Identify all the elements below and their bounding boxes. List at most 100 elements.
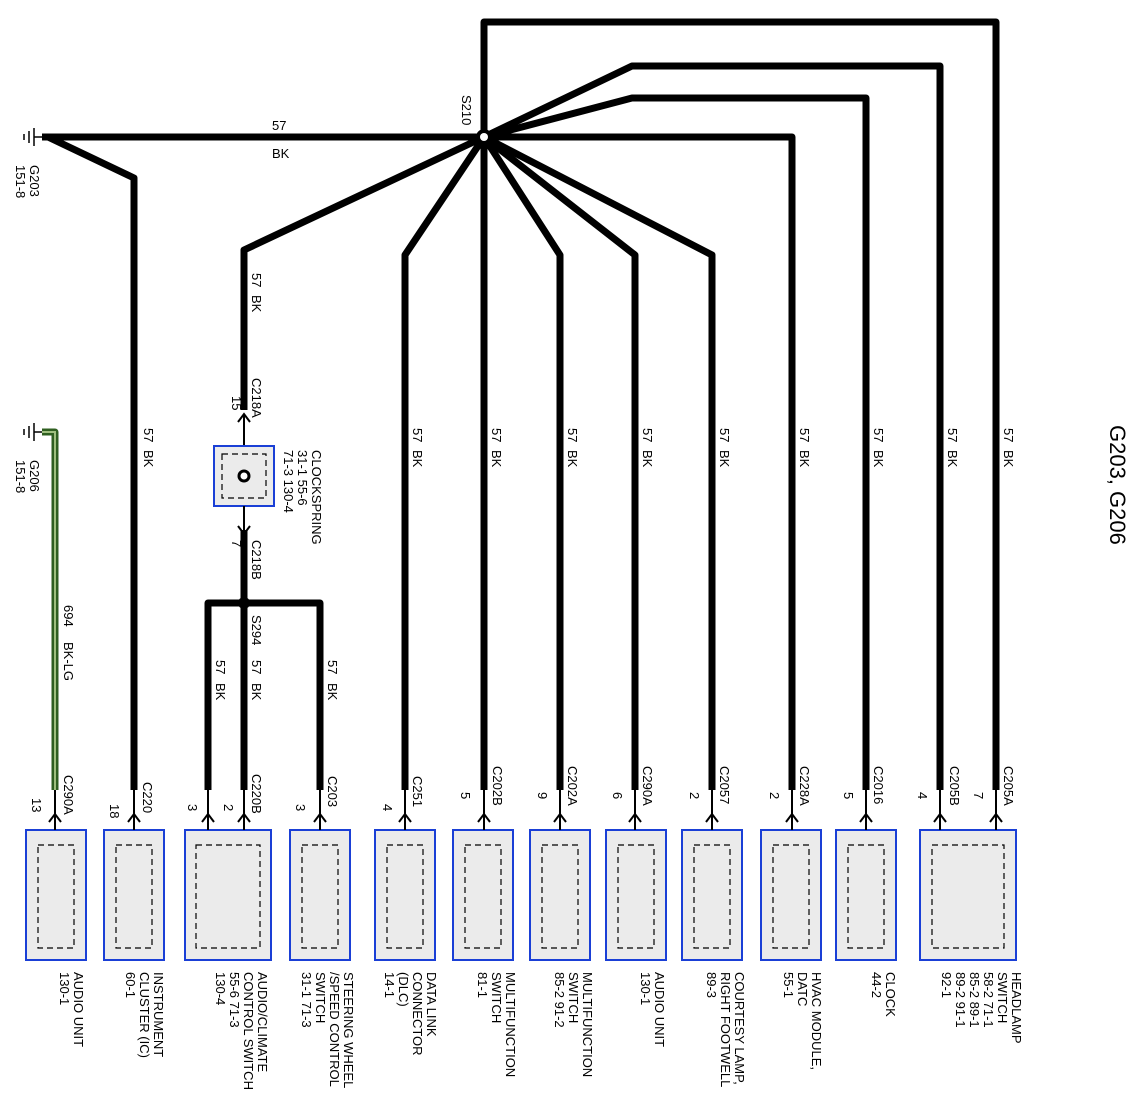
wire-labels: 57 BK 57 BK 57 BK 57 BK 57 BK 694 BK-LG … (61, 273, 1016, 701)
wire-label-mf2-color: BK (565, 450, 580, 468)
wire-label-ic-color: BK (141, 450, 156, 468)
label-mf2-l1: MULTIFUNCTION (580, 972, 595, 1077)
label-mf2-l3: 85-2 91-2 (552, 972, 567, 1028)
wire-label-694-color: BK-LG (61, 642, 76, 681)
wire-to-instrument-cluster (46, 133, 138, 790)
wire-label-hv-color: BK (797, 450, 812, 468)
connector-instrument-cluster: C220 (140, 782, 155, 813)
wire-to-courtesy-lamp (482, 133, 716, 790)
label-mf1-l1: MULTIFUNCTION (503, 972, 518, 1077)
ground-g206-ref: 151-8 (13, 460, 28, 493)
pin-steering-wheel: 3 (293, 804, 308, 811)
component-labels: AUDIO UNIT 130-1 INSTRUMENT CLUSTER (IC)… (57, 972, 1024, 1090)
label-ck-l2: 44-2 (869, 972, 884, 998)
pin-multifunction-1: 5 (458, 792, 473, 799)
wire-to-dlc (401, 135, 487, 790)
connector-multifunction-1: C202B (490, 766, 505, 806)
wire-label-dlc-color: BK (410, 450, 425, 468)
connector-courtesy-lamp: C2057 (717, 766, 732, 804)
clockspring-top-pin: 15 (229, 396, 244, 410)
label-dlc-l3: (DLC) (396, 972, 411, 1007)
box-instrument-cluster (103, 829, 165, 961)
label-audio-unit-1-l2: 130-1 (57, 972, 72, 1005)
wire-label-694-num: 694 (61, 605, 76, 627)
pin-audio-unit-1: 13 (29, 798, 44, 812)
diagram-title: G203, G206 (1105, 425, 1130, 545)
wire-to-clock (483, 94, 870, 790)
connector-headlamp-a: C205A (1001, 766, 1016, 806)
wire-label-cs-num: 57 (249, 273, 264, 287)
label-hv-l1: HVAC MODULE, (809, 972, 824, 1070)
wire-694-g206 (42, 428, 59, 790)
label-hl-l4: 85-2 89-1 (967, 972, 982, 1028)
wire-label-au2-num: 57 (640, 428, 655, 442)
label-sws-l4: 31-1 71-3 (299, 972, 314, 1028)
wire-label-ic-num: 57 (141, 428, 156, 442)
label-hl-l5: 89-2 91-1 (953, 972, 968, 1028)
label-mf1-l2: SWITCH (489, 972, 504, 1023)
clockspring-label-1: CLOCKSPRING (309, 450, 324, 545)
label-acs-l1: AUDIO/CLIMATE (255, 972, 270, 1072)
splice-s294-label: S294 (249, 615, 264, 645)
wire-to-clockspring (240, 133, 486, 410)
label-ic-l3: 60-1 (123, 972, 138, 998)
wire-to-headlamp-4 (482, 62, 944, 790)
wire-label-hv-num: 57 (797, 428, 812, 442)
wire-label-cs-color: BK (249, 295, 264, 313)
pin-instrument-cluster: 18 (107, 804, 122, 818)
connector-headlamp-b: C205B (947, 766, 962, 806)
pin-dlc: 4 (380, 804, 395, 811)
wire-label-mf2-num: 57 (565, 428, 580, 442)
box-audio-unit-1 (25, 829, 87, 961)
pin-headlamp-4: 4 (915, 792, 930, 799)
ground-g206-symbol (23, 423, 42, 441)
clockspring-label-2: 31-1 55-6 (295, 450, 310, 506)
wire-to-hvac (484, 133, 796, 790)
wire-label-au2-color: BK (640, 450, 655, 468)
wire-to-multifunction-2 (481, 135, 564, 790)
label-hl-l1: HEADLAMP (1009, 972, 1024, 1044)
box-audio-climate-switch (184, 829, 272, 961)
pin-audio-climate-1: 3 (185, 804, 200, 811)
ground-g203-symbol (23, 128, 42, 146)
label-ic-l1: INSTRUMENT (151, 972, 166, 1057)
label-mf2-l2: SWITCH (566, 972, 581, 1023)
wire-label-ck-color: BK (871, 450, 886, 468)
label-dlc-l2: CONNECTOR (410, 972, 425, 1056)
connector-steering-wheel: C203 (325, 776, 340, 807)
label-hv-l3: 55-1 (781, 972, 796, 998)
wire-to-headlamp-7 (480, 18, 1000, 790)
connector-clock: C2016 (871, 766, 886, 804)
label-au2-l2: 130-1 (638, 972, 653, 1005)
connector-audio-unit-2: C290A (640, 766, 655, 806)
main-wire-color: BK (272, 146, 290, 161)
label-hl-l3: 58-2 71-1 (981, 972, 996, 1028)
label-hv-l2: DATC (795, 972, 810, 1006)
clockspring-top-connector: C218A (249, 378, 264, 418)
connector-multifunction-2: C202A (565, 766, 580, 806)
label-cl-l3: 89-3 (704, 972, 719, 998)
label-dlc-l4: 14-1 (382, 972, 397, 998)
wire-label-s294l-color: BK (213, 683, 228, 701)
label-cl-l2: RIGHT FOOTWELL (718, 972, 733, 1087)
wire-label-dlc-num: 57 (410, 428, 425, 442)
wire-s294-right (244, 599, 324, 790)
wire-label-s294l-num: 57 (213, 660, 228, 674)
label-sws-l2: /SPEED CONTROL (327, 972, 342, 1087)
wire-label-hl7-num: 57 (1001, 428, 1016, 442)
wire-bundle (42, 18, 1000, 790)
wire-label-mf1-num: 57 (489, 428, 504, 442)
pin-hvac: 2 (767, 792, 782, 799)
connector-arrows (48, 790, 1003, 830)
ground-g203-label: G203 (27, 165, 42, 197)
box-dlc (374, 829, 436, 961)
clockspring (213, 412, 275, 536)
wire-label-ck-num: 57 (871, 428, 886, 442)
pin-multifunction-2: 9 (535, 792, 550, 799)
wire-label-mf1-color: BK (489, 450, 504, 468)
wire-label-s294c-num: 57 (249, 660, 264, 674)
box-clock (835, 829, 897, 961)
pin-audio-unit-2: 6 (610, 792, 625, 799)
wire-label-cl-num: 57 (717, 428, 732, 442)
